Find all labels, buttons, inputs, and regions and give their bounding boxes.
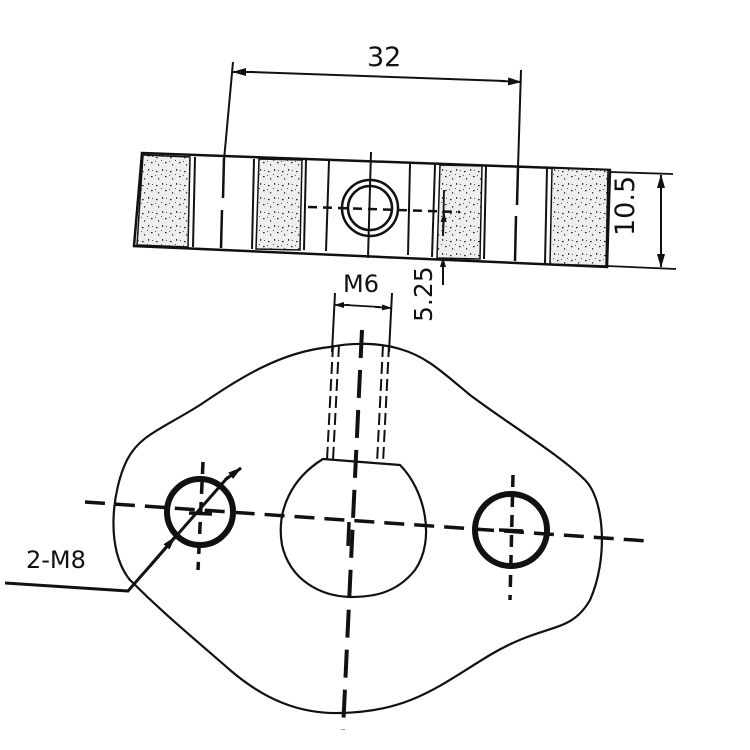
dimension-10-5	[606, 171, 677, 270]
center-bore	[279, 457, 428, 599]
m8-leader	[4, 466, 242, 593]
hatch-segment	[549, 167, 609, 267]
dimension-label-10-5: 10.5	[610, 175, 641, 236]
dimension-label-32: 32	[367, 42, 402, 73]
hidden-thread-lines	[326, 344, 390, 464]
main-vertical-axis	[341, 329, 364, 731]
hatch-segment	[136, 154, 191, 248]
dimension-m6	[331, 292, 393, 353]
dimension-5-25	[440, 189, 447, 285]
right-hole-vertical-axis	[508, 474, 515, 601]
plate-outline	[112, 342, 603, 715]
dimension-label-2-m8: 2-M8	[26, 546, 86, 574]
segment-dividers	[192, 156, 548, 265]
side-horizontal-axis	[307, 205, 461, 214]
top-view	[84, 329, 649, 731]
side-view	[132, 151, 612, 269]
dimension-label-m6: M6	[343, 270, 379, 298]
hole-axis-marks	[219, 157, 520, 262]
dimension-32	[223, 61, 522, 169]
left-hole-vertical-axis	[196, 461, 205, 571]
main-horizontal-axis	[84, 500, 649, 543]
hatch-segment	[255, 158, 303, 251]
side-center-axis	[367, 151, 372, 259]
dimension-label-5-25: 5.25	[409, 266, 438, 322]
